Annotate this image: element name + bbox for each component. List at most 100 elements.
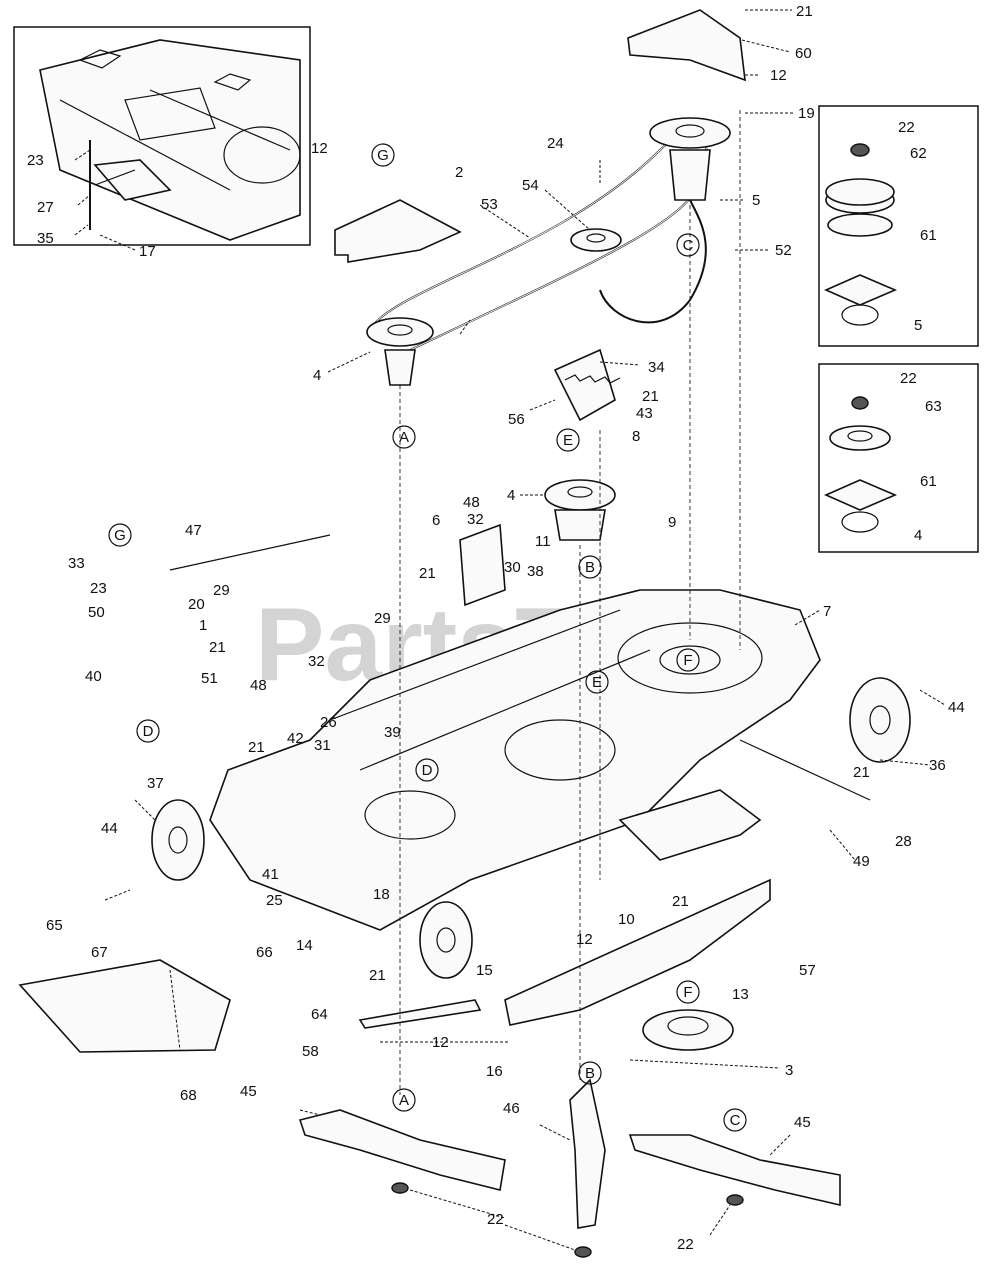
callout: 3 (785, 1062, 793, 1079)
wheel-36 (849, 677, 911, 763)
callout: 10 (618, 911, 635, 928)
spindle-inset-5 (818, 105, 979, 347)
baffle-58 (358, 999, 482, 1029)
callout: 61 (920, 473, 937, 490)
callout: 35 (37, 230, 54, 247)
callout: 66 (256, 944, 273, 961)
washer-22-left (391, 1182, 409, 1194)
ref-letter-f-bottom: F (683, 984, 692, 1001)
blade-45-left (298, 1109, 506, 1191)
callout: 23 (27, 152, 44, 169)
discharge-shield-57 (504, 878, 771, 1026)
callout: 14 (296, 937, 313, 954)
callout: 29 (213, 582, 230, 599)
callout: 48 (250, 677, 267, 694)
callout: 29 (374, 610, 391, 627)
callout: 12 (311, 140, 328, 157)
callout: 5 (914, 317, 922, 334)
callout: 61 (920, 227, 937, 244)
callout: 12 (576, 931, 593, 948)
idler-bracket-56 (553, 348, 616, 422)
callout: 25 (266, 892, 283, 909)
callout: 56 (508, 411, 525, 428)
belt-and-pulleys (366, 117, 731, 386)
ref-letter-d-deck: D (422, 762, 433, 779)
callout: 62 (910, 145, 927, 162)
washer-22-right (726, 1194, 744, 1206)
callout: 15 (476, 962, 493, 979)
ref-letter-b-top: B (585, 559, 595, 576)
ref-letter-e-top: E (563, 432, 573, 449)
callout: 4 (914, 527, 922, 544)
callout: 20 (188, 596, 205, 613)
deflector-68 (18, 959, 231, 1053)
callout: 22 (487, 1211, 504, 1228)
callout: 37 (147, 775, 164, 792)
ref-letter-f-deck: F (683, 652, 692, 669)
bracket-6 (459, 523, 506, 607)
callout: 34 (648, 359, 665, 376)
callout: 42 (287, 730, 304, 747)
leader-lines (74, 9, 946, 1251)
blade-45-right (628, 1134, 841, 1207)
callout: 21 (672, 893, 689, 910)
alignment-lines (399, 110, 741, 1095)
callout: 21 (369, 967, 386, 984)
callout: 8 (632, 428, 640, 445)
callout: 13 (732, 986, 749, 1003)
callout: 52 (775, 242, 792, 259)
callout: 32 (308, 653, 325, 670)
callout: 68 (180, 1087, 197, 1104)
belt-cover-60 (627, 9, 746, 82)
spindle-inset-4 (818, 363, 979, 553)
wheel-15 (419, 901, 473, 979)
callout: 22 (677, 1236, 694, 1253)
callout: 2 (455, 164, 463, 181)
callout: 33 (68, 555, 85, 572)
callout: 40 (85, 668, 102, 685)
callout: 4 (313, 367, 321, 384)
callout: 27 (37, 199, 54, 216)
part-callouts: 21 60 12 19 23 27 35 17 12 2 53 54 24 5 … (27, 3, 965, 1253)
callout: 64 (311, 1006, 328, 1023)
callout: 67 (91, 944, 108, 961)
callout: 43 (636, 405, 653, 422)
inset-detail (13, 26, 311, 246)
pulley-cover-2 (334, 199, 462, 263)
callout: 28 (895, 833, 912, 850)
callout: 21 (853, 764, 870, 781)
callout: 45 (794, 1114, 811, 1131)
callout: 21 (209, 639, 226, 656)
ref-letter-a-bottom: A (399, 1092, 409, 1109)
callout: 22 (900, 370, 917, 387)
callout: 48 (463, 494, 480, 511)
front-hanger-49 (618, 789, 762, 861)
callout: 53 (481, 196, 498, 213)
blade-46 (569, 1078, 606, 1229)
ref-letter-g-side: G (114, 527, 126, 544)
callout: 46 (503, 1100, 520, 1117)
callout: 50 (88, 604, 105, 621)
spindle-4 (544, 479, 616, 541)
callout: 63 (925, 398, 942, 415)
callout: 38 (527, 563, 544, 580)
washer-22-centre (574, 1246, 592, 1258)
callout: 51 (201, 670, 218, 687)
callout: 60 (795, 45, 812, 62)
callout: 65 (46, 917, 63, 934)
callout: 12 (770, 67, 787, 84)
wheel-37 (151, 799, 205, 881)
callout: 32 (467, 511, 484, 528)
callout: 54 (522, 177, 539, 194)
callout: 21 (796, 3, 813, 20)
reference-letter-circles: G C A E B G D F E D F A B C (108, 143, 747, 1132)
callout: 57 (799, 962, 816, 979)
callout: 24 (547, 135, 564, 152)
callout: 6 (432, 512, 440, 529)
callout: 21 (248, 739, 265, 756)
ref-letter-a-top: A (399, 429, 409, 446)
ref-letter-c-top: C (683, 237, 694, 254)
callout: 17 (139, 243, 156, 260)
callout: 18 (373, 886, 390, 903)
